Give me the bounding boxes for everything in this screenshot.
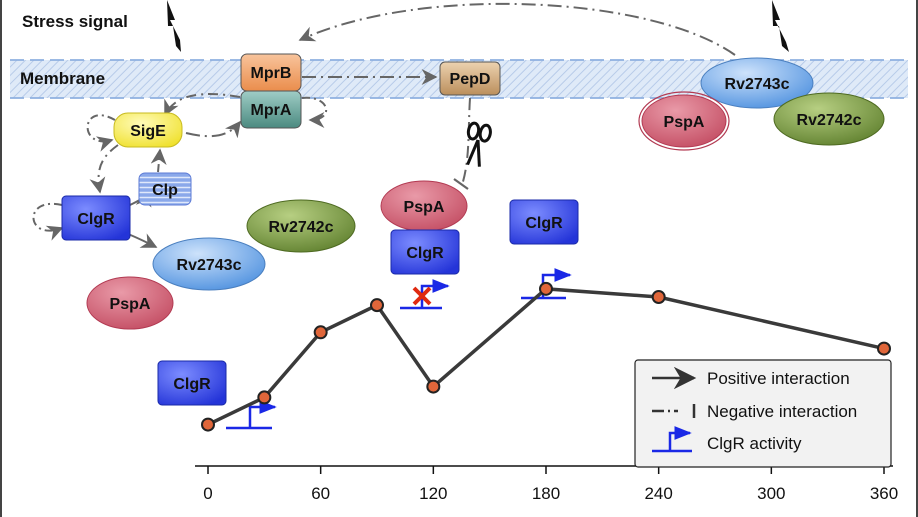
sige-to-clgr-arrow — [89, 144, 119, 194]
pspa-membrane-label: PspA — [664, 114, 705, 131]
rv2742c-membrane-label: Rv2742c — [797, 112, 862, 129]
rv2742c-label: Rv2742c — [269, 219, 334, 236]
rv2743c-node: Rv2743c — [152, 237, 266, 291]
mprb-label: MprB — [251, 65, 292, 82]
clgr-node-left: ClgR — [61, 195, 131, 241]
clp-node: Clp — [138, 172, 192, 206]
pspa-label-left: PspA — [110, 296, 151, 313]
clgr-activity-icon-blocked — [400, 279, 450, 310]
rv2743c-membrane-label: Rv2743c — [725, 76, 790, 93]
rv2742c-membrane-node: Rv2742c — [773, 92, 885, 146]
mprb-node: MprB — [240, 53, 302, 92]
sige-to-mpra-arrow — [185, 120, 241, 139]
clgr-activity-line — [207, 287, 885, 427]
blocked-x-icon — [412, 286, 432, 306]
x-tick-label: 240 — [644, 484, 672, 503]
sige-self-arrow — [86, 114, 116, 152]
clgr-label-chart-3: ClgR — [525, 215, 563, 232]
clgr-node-chart-3: ClgR — [509, 199, 579, 245]
membrane-label: Membrane — [20, 69, 105, 88]
legend-positive-label: Positive interaction — [707, 369, 850, 388]
data-point — [201, 417, 215, 432]
inhibition-bar — [453, 178, 469, 190]
lightning-bolt-icon-right — [772, 0, 789, 52]
rv2742c-node: Rv2742c — [246, 199, 356, 253]
sige-node: SigE — [113, 112, 183, 148]
clgr-label-chart-1: ClgR — [173, 376, 211, 393]
pspa-label-center: PspA — [404, 199, 445, 216]
legend-negative-label: Negative interaction — [707, 402, 857, 421]
data-point — [539, 281, 553, 296]
x-tick-label: 360 — [870, 484, 898, 503]
rv2743c-to-mprb-arrow — [298, 2, 736, 56]
legend-item-activity: ClgR activity — [652, 426, 802, 453]
lightning-bolt-icon — [167, 0, 181, 52]
x-tick-label: 0 — [203, 484, 212, 503]
clgr-node-chart-2: ClgR — [390, 229, 460, 275]
pspa-membrane-node: PspA — [638, 91, 730, 151]
mpra-to-sige-arrow — [164, 93, 241, 117]
x-tick-label: 300 — [757, 484, 785, 503]
data-point — [257, 390, 272, 405]
mpra-label: MprA — [251, 102, 292, 119]
data-point — [313, 325, 328, 340]
data-point — [370, 298, 384, 313]
data-point — [877, 341, 891, 356]
clgr-label-chart-2: ClgR — [406, 245, 444, 262]
rv2743c-membrane-node: Rv2743c — [700, 57, 814, 109]
mpra-self-arrow — [301, 96, 328, 128]
x-tick-label: 60 — [311, 484, 330, 503]
clp-label: Clp — [152, 182, 178, 199]
rv2743c-label: Rv2743c — [177, 257, 242, 274]
mpra-node: MprA — [240, 90, 302, 129]
legend-item-positive: Positive interaction — [652, 366, 850, 390]
stress-signal-label: Stress signal — [22, 12, 128, 31]
pepd-inhibits-pspa-line — [461, 97, 471, 186]
clgr-label-left: ClgR — [77, 211, 115, 228]
legend-activity-label: ClgR activity — [707, 434, 802, 453]
x-tick-label: 180 — [532, 484, 560, 503]
data-point — [426, 379, 441, 394]
clgr-self-arrow — [32, 202, 64, 241]
clgr-activity-points — [201, 281, 891, 432]
legend: Positive interaction Negative interactio… — [634, 359, 892, 468]
sige-label: SigE — [130, 123, 166, 140]
x-axis-ticks: 0 60 120 180 240 300 360 — [203, 466, 898, 503]
clgr-node-chart-1: ClgR — [157, 360, 227, 406]
data-point — [651, 290, 666, 304]
pspa-node-center: PspA — [380, 180, 468, 232]
scissors-icon — [466, 121, 492, 167]
clgr-activity-chart: 0 60 120 180 240 300 360 — [195, 281, 898, 503]
pepd-node: PepD — [439, 61, 501, 96]
pspa-node-left: PspA — [86, 276, 174, 330]
pepd-label: PepD — [450, 71, 491, 88]
legend-item-negative: Negative interaction — [652, 402, 857, 421]
clgr-activity-icon-1 — [226, 400, 277, 430]
clp-to-sige-arrow — [150, 148, 167, 173]
x-tick-label: 120 — [419, 484, 447, 503]
clgr-to-rv2743c-arrow — [127, 233, 158, 248]
